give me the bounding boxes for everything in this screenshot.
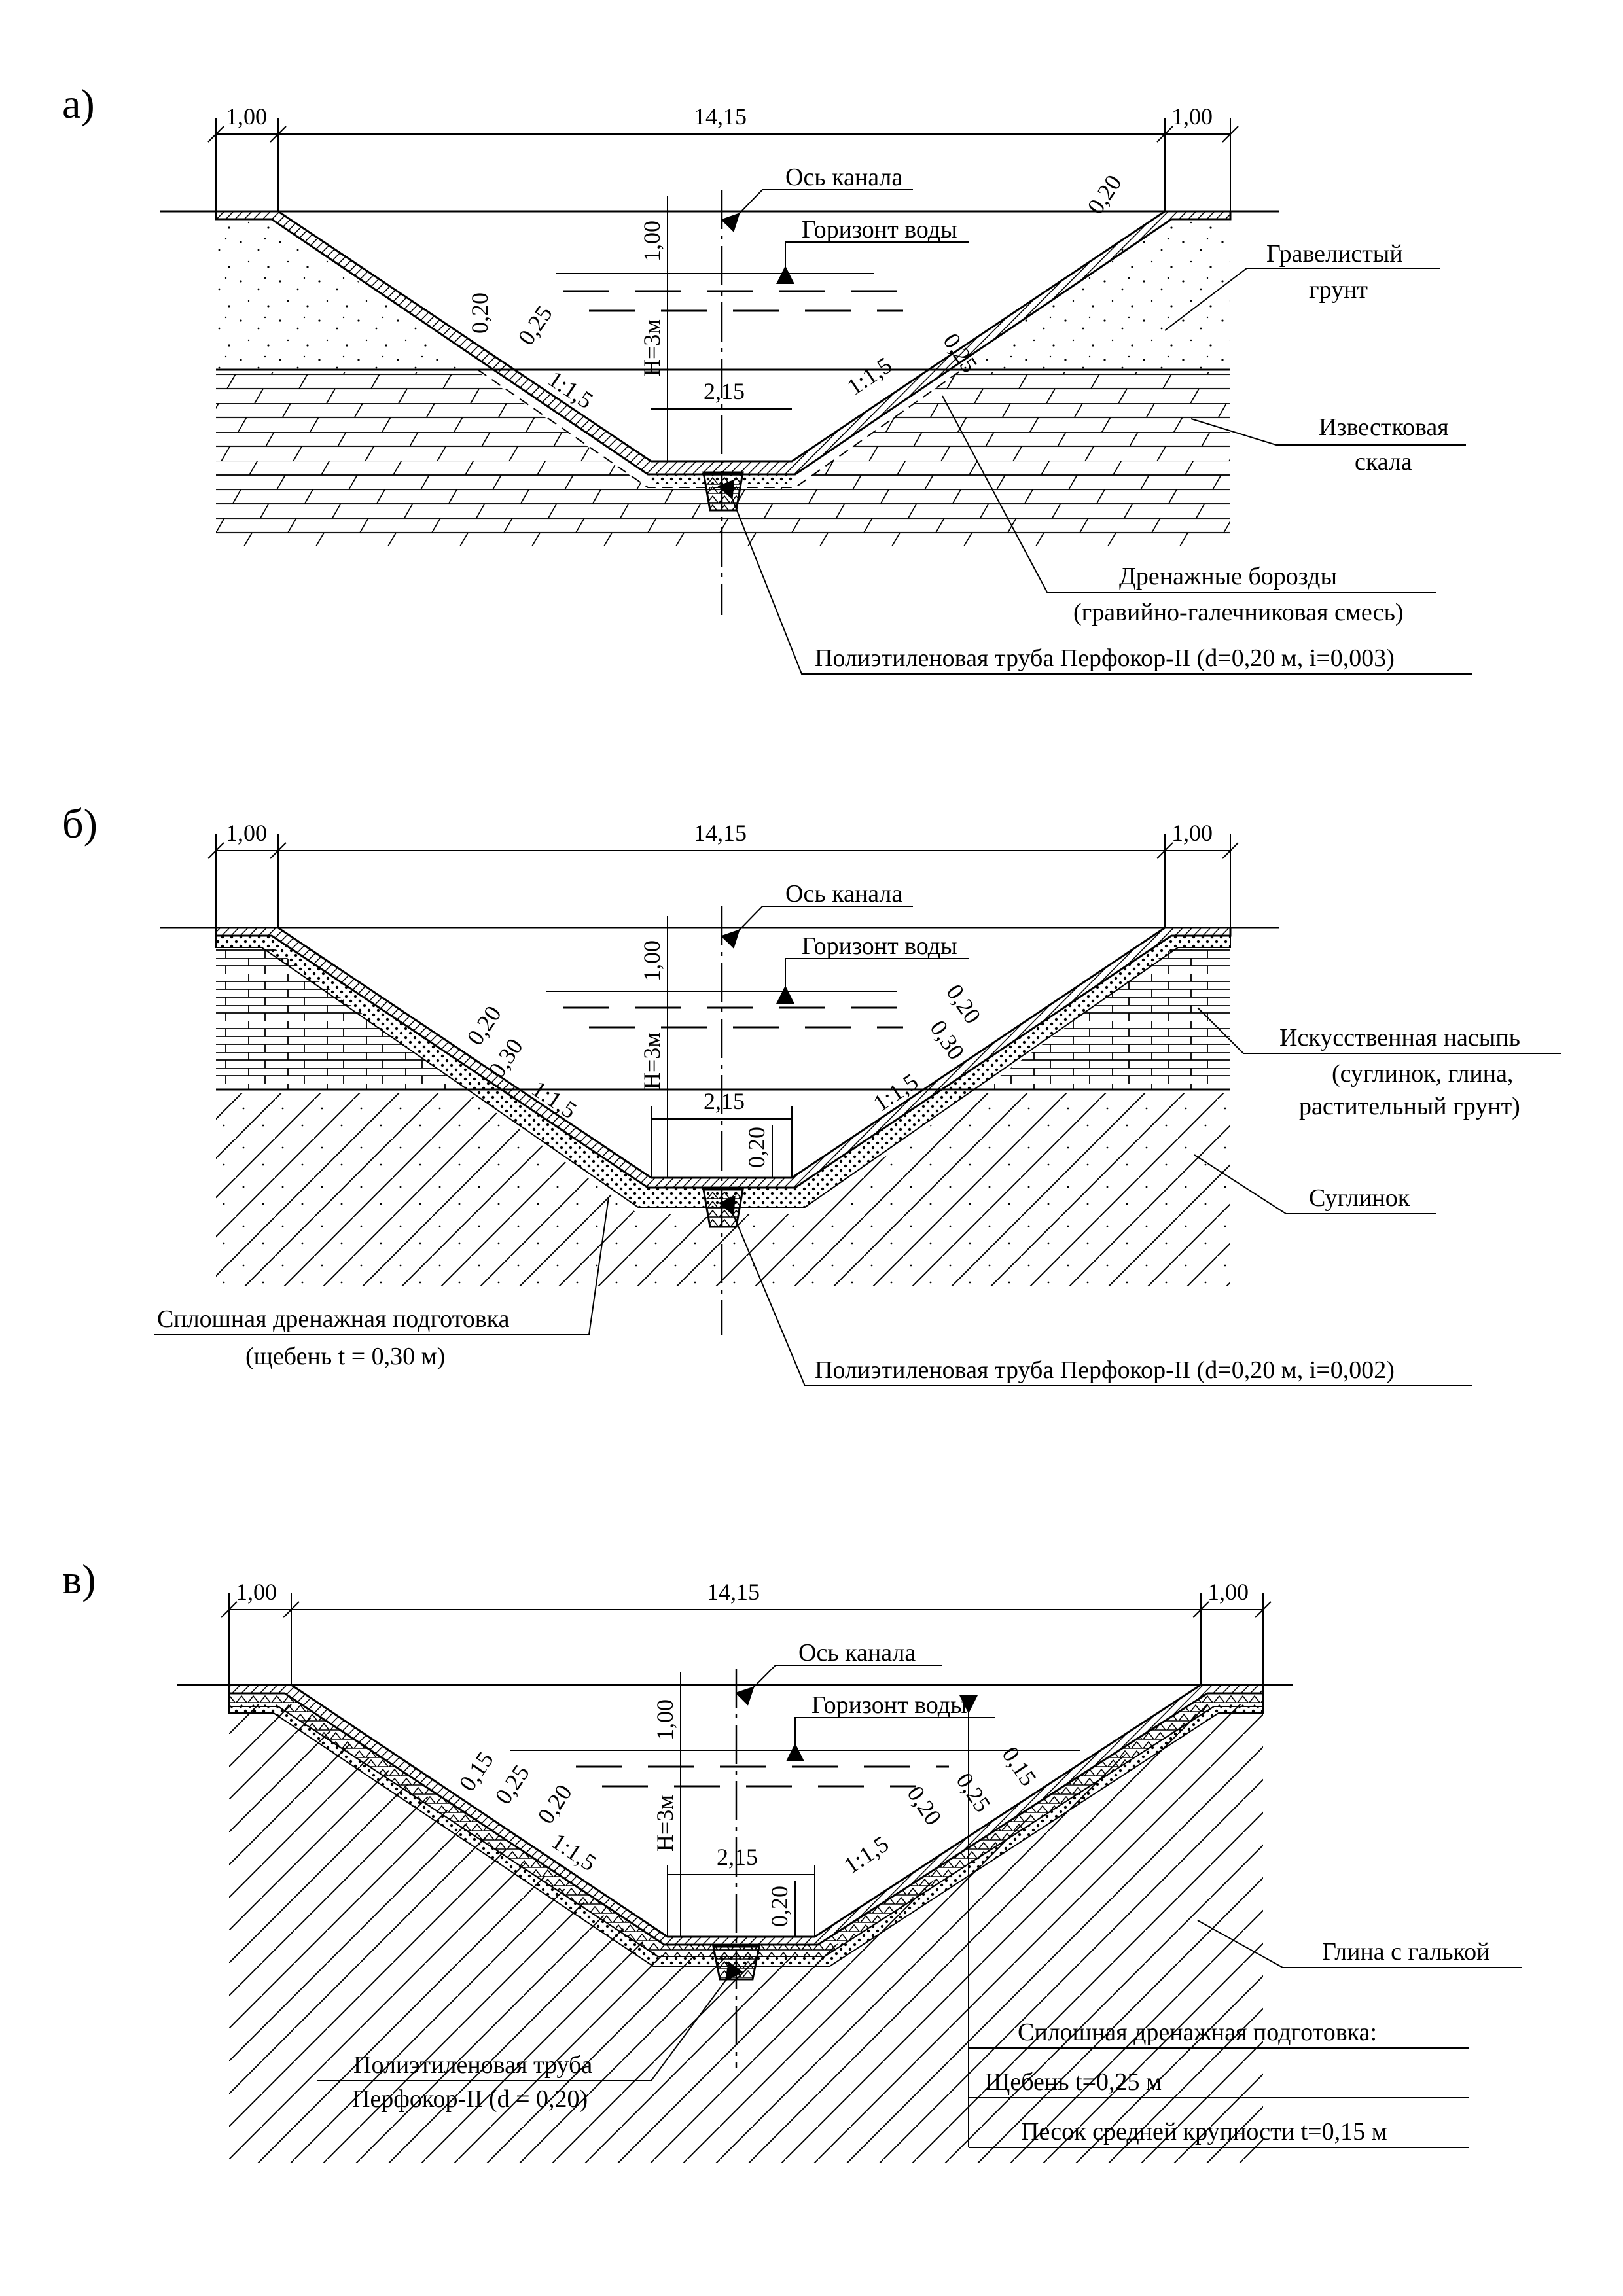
panel-letter: б) (62, 800, 98, 847)
loam-soil (216, 1093, 1230, 1286)
label-soil1-l1: Гравелистый (1266, 240, 1403, 268)
label-soil2-l2: скала (1355, 448, 1412, 476)
label-soil1-l3: растительный грунт) (1299, 1093, 1520, 1120)
dim-bottom-width: 2,15 (704, 1088, 745, 1114)
label-pipe: Полиэтиленовая труба Перфокор-II (d=0,20… (815, 1356, 1395, 1384)
dim-bottom-width: 2,15 (704, 378, 745, 404)
panel-a: а) 1,00 14,15 1,00 1,0 (62, 80, 1472, 675)
label-soil1-l1: Искусственная насыпь (1279, 1024, 1520, 1051)
label-drain-l2: (щебень t = 0,30 м) (245, 1343, 445, 1370)
label-drain-l2: Песок средней крупности t=0,15 м (1021, 2118, 1387, 2146)
label-axis: Ось канала (785, 164, 902, 191)
label-water: Горизонт воды (802, 216, 957, 243)
dim-top-width: 14,15 (707, 1579, 760, 1605)
label-pipe-l1: Полиэтиленовая труба (353, 2051, 592, 2079)
dim-freeboard: 1,00 (652, 1699, 678, 1740)
label-water: Горизонт воды (802, 932, 957, 960)
label-drain-l1: Щебень t=0,25 м (985, 2068, 1162, 2096)
dim-bottom-width: 2,15 (717, 1844, 758, 1870)
thickness-left-2: 0,25 (490, 1760, 534, 1809)
label-drain-l2: (гравийно-галечниковая смесь) (1073, 599, 1404, 626)
label-pipe-l2: Перфокор-II (d = 0,20) (352, 2085, 588, 2113)
thickness-right-2: 0,25 (951, 1768, 995, 1817)
drain-pipe (702, 471, 744, 512)
dim-depth: H=3м (639, 319, 665, 376)
dim-freeboard: 1,00 (639, 940, 665, 981)
dim-berm-left: 1,00 (226, 103, 267, 130)
label-soil2-l1: Суглинок (1309, 1184, 1410, 1212)
dim-top-width: 14,15 (694, 820, 747, 846)
panel-c: в) 1,00 14,15 1,00 1,00 H=3м 2,15 0,20 (62, 1556, 1522, 2163)
drainage-layer (215, 935, 1231, 1208)
panel-letter: в) (62, 1556, 96, 1602)
thickness-left-1: 0,15 (454, 1747, 498, 1796)
label-water: Горизонт воды (812, 1691, 967, 1719)
dim-freeboard: 1,00 (639, 221, 665, 262)
label-soil2-l1: Известковая (1319, 414, 1449, 441)
dim-berm-right: 1,00 (1207, 1579, 1249, 1605)
canal-lining (215, 210, 1232, 476)
dim-berm-right: 1,00 (1171, 820, 1213, 846)
dim-berm-left: 1,00 (236, 1579, 277, 1605)
dim-top-width: 14,15 (694, 103, 747, 130)
dim-depth: H=3м (652, 1795, 678, 1852)
sand-layer (228, 1706, 1264, 1967)
gravel-soil (959, 219, 1230, 370)
label-drain-l1: Дренажные борозды (1119, 563, 1337, 590)
label-soil1-l2: грунт (1309, 276, 1368, 304)
label-drain-l1: Сплошная дренажная подготовка (157, 1305, 510, 1333)
thickness-left-3: 0,20 (532, 1780, 577, 1829)
drain-pipe (702, 1188, 744, 1228)
embankment-fill (982, 949, 1230, 1089)
thickness-right-3: 0,15 (997, 1742, 1041, 1791)
label-axis: Ось канала (785, 880, 902, 908)
embankment-fill (216, 949, 465, 1089)
dim-bottom-thickness: 0,20 (766, 1886, 793, 1927)
slope-right: 1:1,5 (839, 1831, 893, 1879)
thickness-left-1: 0,20 (467, 292, 493, 334)
limestone-rock (216, 372, 1230, 546)
dim-berm-right: 1,00 (1171, 103, 1213, 130)
panel-b: б) 1,00 14,15 1,00 1,00 H=3м 2,15 (62, 800, 1561, 1386)
slope-right: 1:1,5 (842, 352, 897, 400)
gravel-soil (216, 219, 476, 370)
label-drain-title: Сплошная дренажная подготовка: (1018, 2019, 1377, 2046)
label-soil1: Глина с галькой (1322, 1938, 1489, 1966)
panel-letter: а) (62, 80, 95, 127)
thickness-left-2: 0,25 (512, 301, 557, 350)
label-soil1-l2: (суглинок, глина, (1332, 1060, 1513, 1087)
label-pipe: Полиэтиленовая труба Перфокор-II (d=0,20… (815, 645, 1395, 672)
dim-depth: H=3м (639, 1033, 665, 1089)
thickness-right-1: 0,20 (902, 1781, 946, 1830)
label-axis: Ось канала (798, 1639, 916, 1667)
dim-berm-left: 1,00 (226, 820, 267, 846)
dim-bottom-thickness: 0,20 (743, 1127, 770, 1168)
